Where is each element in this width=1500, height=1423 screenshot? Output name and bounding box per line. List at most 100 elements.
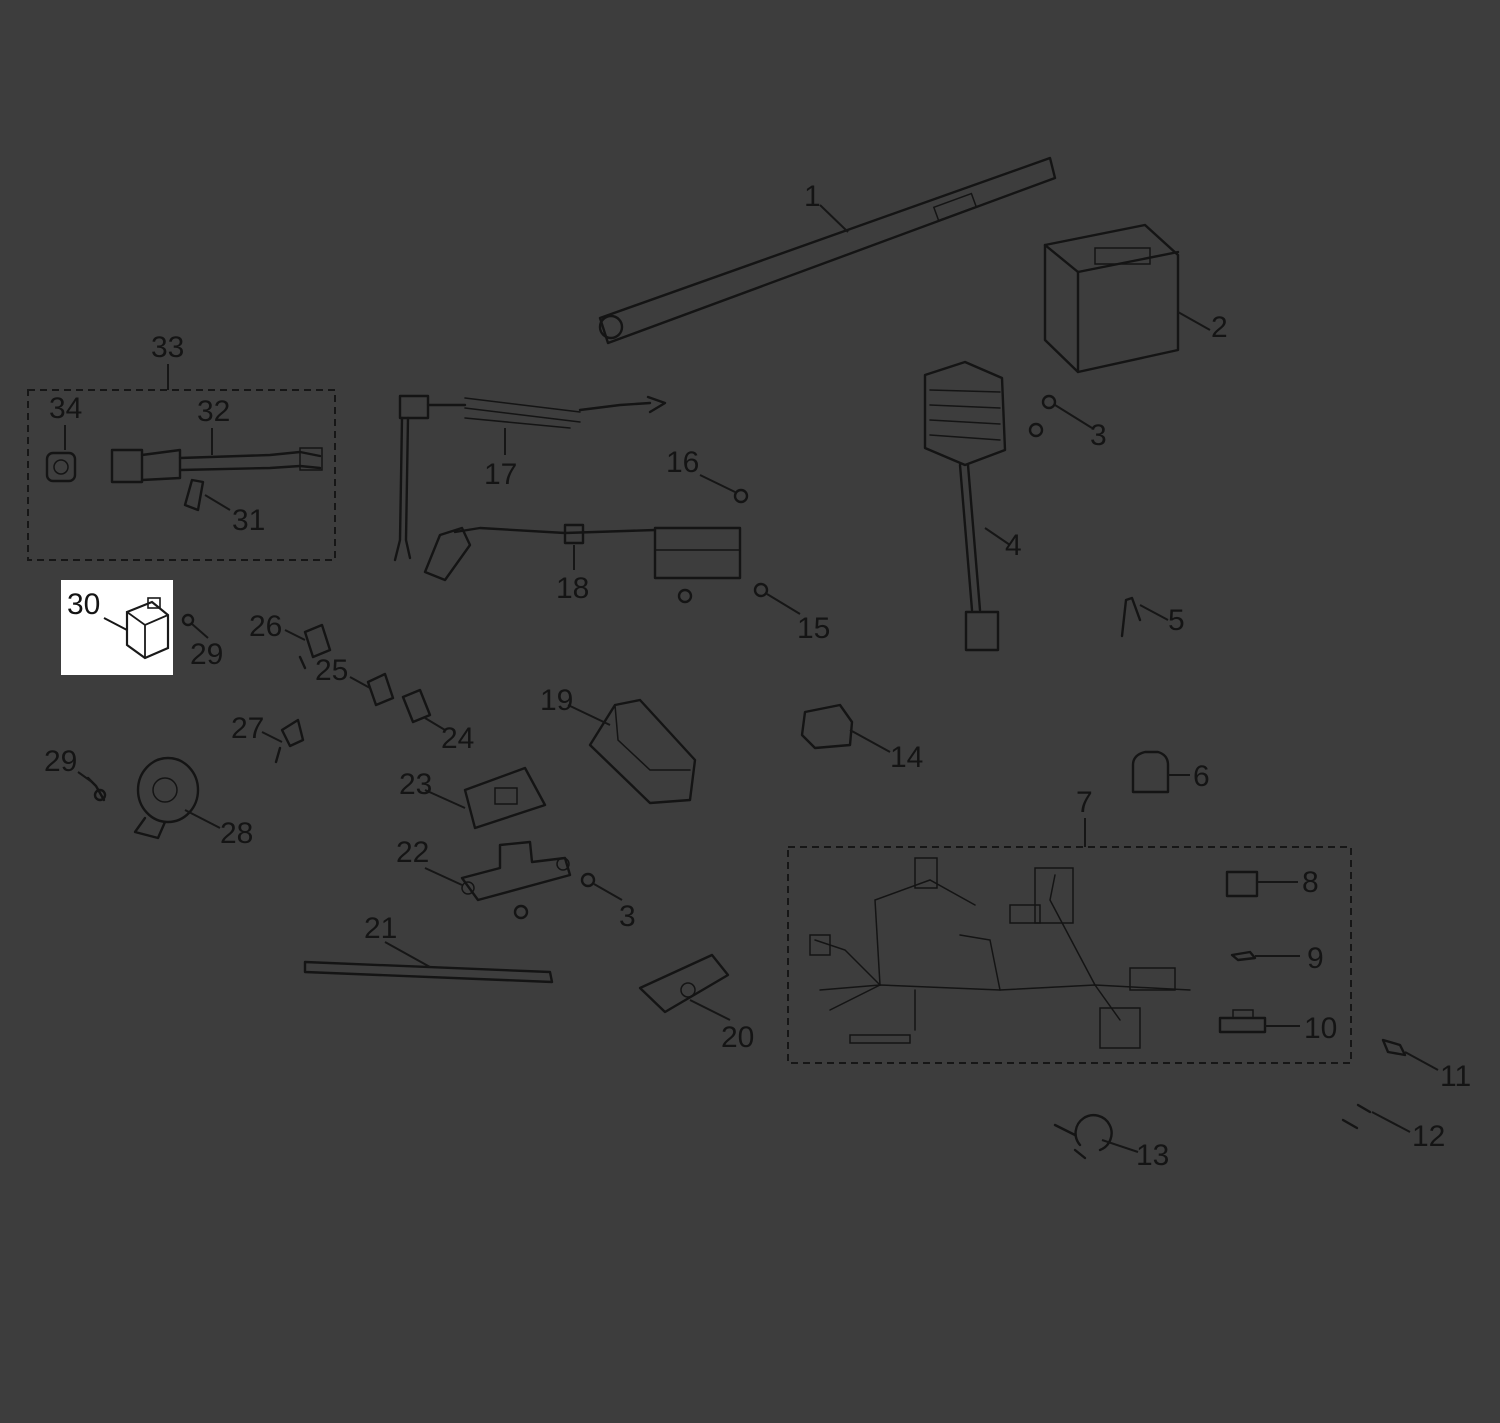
part-15-bolts[interactable]: [677, 582, 769, 604]
callout-13[interactable]: 13: [1136, 1139, 1169, 1172]
callout-4[interactable]: 4: [1005, 529, 1022, 562]
callout-29-lower[interactable]: 29: [44, 745, 77, 778]
part-24-bulb[interactable]: [401, 688, 432, 724]
part-6-cap[interactable]: [1131, 750, 1170, 794]
callout-8[interactable]: 8: [1302, 866, 1319, 899]
part-7-wiring-harness[interactable]: [809, 857, 1191, 1049]
leader-29a: [191, 623, 209, 639]
group-frame-7: [787, 846, 1352, 1064]
callout-31[interactable]: 31: [232, 504, 265, 537]
part-9-terminal[interactable]: [1230, 950, 1257, 962]
leader-4: [984, 527, 1011, 546]
callout-29-upper[interactable]: 29: [190, 638, 223, 671]
part-27-bulb[interactable]: [274, 718, 305, 764]
leader-3a: [1054, 404, 1093, 429]
callout-24[interactable]: 24: [441, 722, 474, 755]
callout-10[interactable]: 10: [1304, 1012, 1337, 1045]
callout-3-upper[interactable]: 3: [1090, 419, 1107, 452]
leader-21: [384, 941, 431, 968]
callout-5[interactable]: 5: [1168, 604, 1185, 637]
callout-30[interactable]: 30: [67, 588, 100, 621]
callout-15[interactable]: 15: [797, 612, 830, 645]
leader-14: [849, 729, 891, 753]
callout-27[interactable]: 27: [231, 712, 264, 745]
group-frame-33: [27, 389, 336, 561]
callout-17[interactable]: 17: [484, 458, 517, 491]
part-5-pin[interactable]: [1120, 596, 1142, 638]
part-3-bolts[interactable]: [1028, 394, 1057, 438]
leader-22: [424, 867, 463, 886]
callout-25[interactable]: 25: [315, 654, 348, 687]
callout-33[interactable]: 33: [151, 331, 184, 364]
leader-20: [689, 999, 731, 1021]
part-8-connector[interactable]: [1225, 870, 1259, 898]
leader-27: [261, 731, 283, 743]
callout-1[interactable]: 1: [804, 180, 821, 213]
callout-9[interactable]: 9: [1307, 942, 1324, 975]
leader-29b: [77, 771, 93, 783]
callout-14[interactable]: 14: [890, 741, 923, 774]
selected-part-highlight[interactable]: [61, 580, 173, 675]
part-23-plate[interactable]: [463, 766, 547, 830]
callout-7[interactable]: 7: [1076, 786, 1093, 819]
part-29-screw-a[interactable]: [181, 613, 195, 627]
part-28-horn[interactable]: [133, 756, 200, 840]
leader-16: [699, 474, 736, 493]
callout-18[interactable]: 18: [556, 572, 589, 605]
part-10-fuse-block[interactable]: [1218, 1009, 1267, 1034]
leader-25: [349, 676, 371, 689]
part-19-cdi-unit[interactable]: [588, 698, 697, 805]
leader-26: [284, 629, 306, 641]
callout-20[interactable]: 20: [721, 1021, 754, 1054]
part-14-relay[interactable]: [800, 703, 854, 750]
leader-19: [567, 704, 611, 726]
part-22-bracket[interactable]: [460, 840, 572, 902]
callout-3-lower[interactable]: 3: [619, 900, 636, 933]
part-3-bolts-lower[interactable]: [513, 872, 596, 920]
part-18-ignition-coil[interactable]: [423, 523, 742, 582]
part-30-relay[interactable]: [125, 597, 170, 660]
callout-32[interactable]: 32: [197, 395, 230, 428]
callout-34[interactable]: 34: [49, 392, 82, 425]
part-16-nut[interactable]: [733, 488, 749, 504]
part-1-tube[interactable]: [598, 156, 1057, 345]
callout-6[interactable]: 6: [1193, 760, 1210, 793]
leader-5: [1139, 604, 1169, 621]
part-25-bulb[interactable]: [366, 672, 395, 707]
leader-3b: [593, 883, 623, 901]
part-26-bulb[interactable]: [298, 623, 332, 670]
part-12-screws[interactable]: [1341, 1103, 1372, 1130]
callout-28[interactable]: 28: [220, 817, 253, 850]
callout-26[interactable]: 26: [249, 610, 282, 643]
leader-1: [819, 204, 849, 233]
part-31-plug[interactable]: [183, 478, 205, 512]
part-11-bolt[interactable]: [1381, 1038, 1407, 1057]
part-34-switch-knob[interactable]: [45, 451, 77, 483]
leader-31: [204, 494, 231, 511]
leader-2: [1177, 311, 1211, 331]
callout-11[interactable]: 11: [1440, 1060, 1471, 1093]
callout-21[interactable]: 21: [364, 912, 397, 945]
part-4-regulator[interactable]: [923, 360, 1007, 652]
leader-12: [1371, 1111, 1411, 1133]
part-21-rod[interactable]: [303, 960, 554, 984]
callout-19[interactable]: 19: [540, 684, 573, 717]
part-17-coiled-cable[interactable]: [393, 394, 667, 562]
part-32-switch-harness[interactable]: [110, 447, 323, 484]
callout-2[interactable]: 2: [1211, 311, 1228, 344]
part-20-pad[interactable]: [638, 953, 730, 1014]
callout-12[interactable]: 12: [1412, 1120, 1445, 1153]
leader-23: [424, 789, 466, 809]
leader-30: [103, 617, 128, 631]
callout-23[interactable]: 23: [399, 768, 432, 801]
leader-28: [184, 809, 221, 829]
leader-13: [1101, 1139, 1139, 1153]
part-13-clamp[interactable]: [1053, 1114, 1113, 1160]
leader-24: [424, 717, 446, 731]
leader-15: [766, 593, 801, 615]
callout-16[interactable]: 16: [666, 446, 699, 479]
callout-22[interactable]: 22: [396, 836, 429, 869]
part-2-battery[interactable]: [1043, 223, 1180, 374]
leader-11: [1404, 1051, 1439, 1071]
